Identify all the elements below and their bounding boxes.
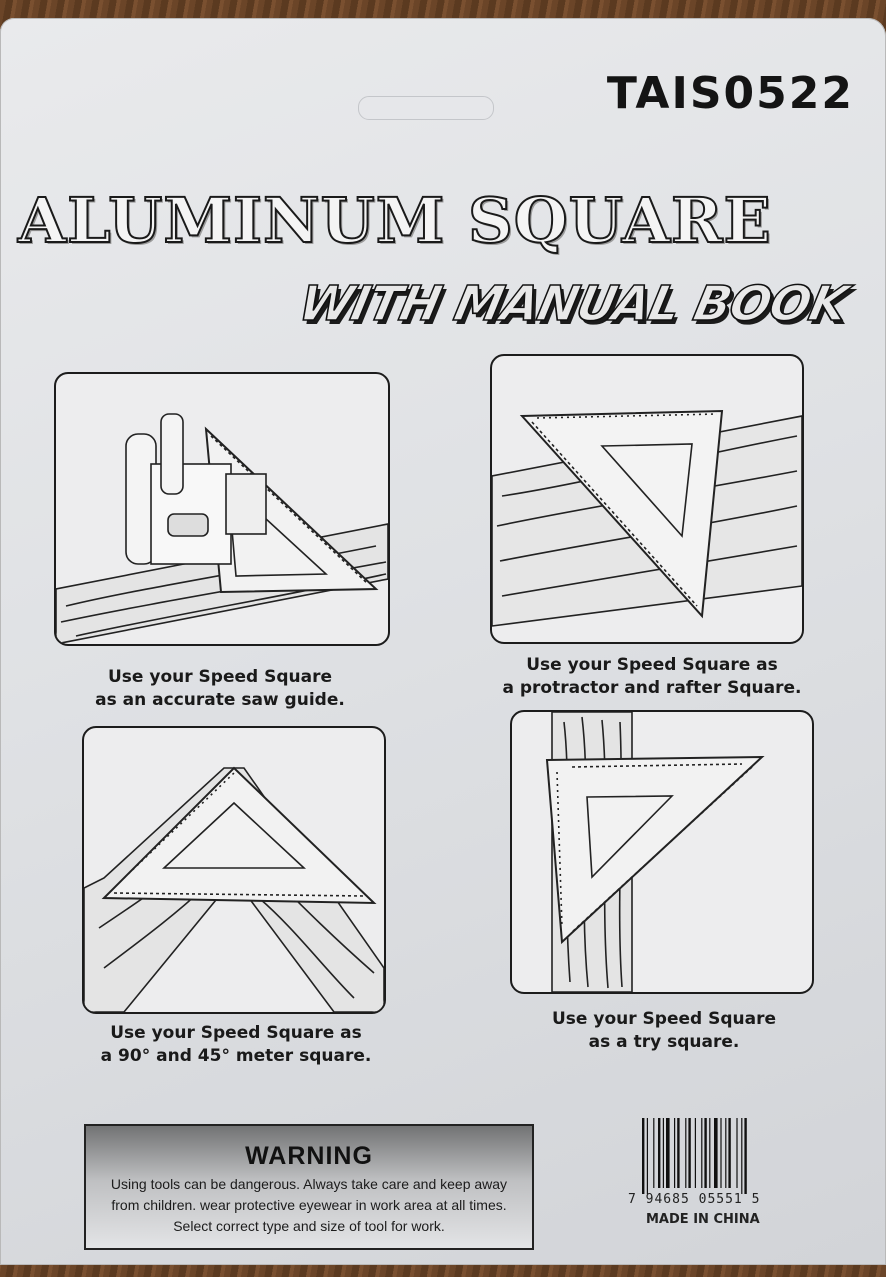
warning-box: WARNING Using tools can be dangerous. Al… [84, 1124, 534, 1250]
barcode-bar [642, 1118, 645, 1194]
barcode-bar [666, 1118, 670, 1188]
product-title: ALUMINUM SQUARE [17, 183, 772, 258]
barcode-bar [694, 1118, 696, 1188]
illustration-miter-square [82, 726, 386, 1014]
barcode-bar [688, 1118, 691, 1188]
barcode-bar [685, 1118, 687, 1188]
barcode-number: 7 94685 05551 5 [628, 1192, 761, 1207]
model-code: TAIS0522 [606, 68, 854, 119]
barcode-bar [646, 1118, 648, 1194]
barcode-bar [677, 1118, 680, 1188]
packaging-card: TAIS0522 ALUMINUM SQUARE WITH MANUAL BOO… [0, 18, 886, 1265]
barcode-bar [658, 1118, 661, 1188]
caption-line: a 90° and 45° meter square. [100, 1046, 372, 1066]
caption-miter-square: Use your Speed Square as a 90° and 45° m… [56, 1022, 416, 1068]
caption-protractor: Use your Speed Square as a protractor an… [472, 654, 832, 700]
barcode-bar [714, 1118, 718, 1188]
barcode-bar [662, 1118, 664, 1188]
barcode-bar [744, 1118, 747, 1194]
barcode-bar [653, 1118, 655, 1188]
barcode-bar [704, 1118, 707, 1188]
barcode-bar [709, 1118, 711, 1188]
miter-square-drawing [84, 766, 384, 1012]
hang-slot [358, 96, 494, 120]
caption-line: as a try square. [588, 1032, 740, 1052]
barcode-bar [674, 1118, 676, 1188]
caption-line: Use your Speed Square [552, 1009, 776, 1029]
caption-line: as an accurate saw guide. [95, 690, 345, 710]
origin-label: MADE IN CHINA [646, 1212, 760, 1227]
illustration-protractor [490, 354, 804, 644]
caption-saw-guide: Use your Speed Square as an accurate saw… [40, 666, 400, 712]
product-subtitle: WITH MANUAL BOOK [293, 275, 853, 333]
illustration-try-square [510, 710, 814, 994]
try-square-drawing [545, 712, 765, 992]
barcode-bar [725, 1118, 727, 1188]
warning-title: WARNING [245, 1142, 373, 1170]
illustration-saw-guide [54, 372, 390, 646]
caption-line: Use your Speed Square as [110, 1023, 362, 1043]
barcode-bar [736, 1118, 738, 1188]
caption-line: a protractor and rafter Square. [502, 678, 802, 698]
barcode-bars [642, 1118, 747, 1194]
caption-try-square: Use your Speed Square as a try square. [484, 1008, 844, 1054]
saw-guide-drawing [56, 413, 388, 644]
barcode-bar [728, 1118, 731, 1188]
caption-line: Use your Speed Square as [526, 655, 778, 675]
barcode-bar [741, 1118, 743, 1194]
warning-text: Using tools can be dangerous. Always tak… [110, 1176, 508, 1234]
barcode-bar [701, 1118, 703, 1188]
protractor-drawing [492, 409, 802, 627]
caption-line: Use your Speed Square [108, 667, 332, 687]
barcode-bar [720, 1118, 722, 1188]
